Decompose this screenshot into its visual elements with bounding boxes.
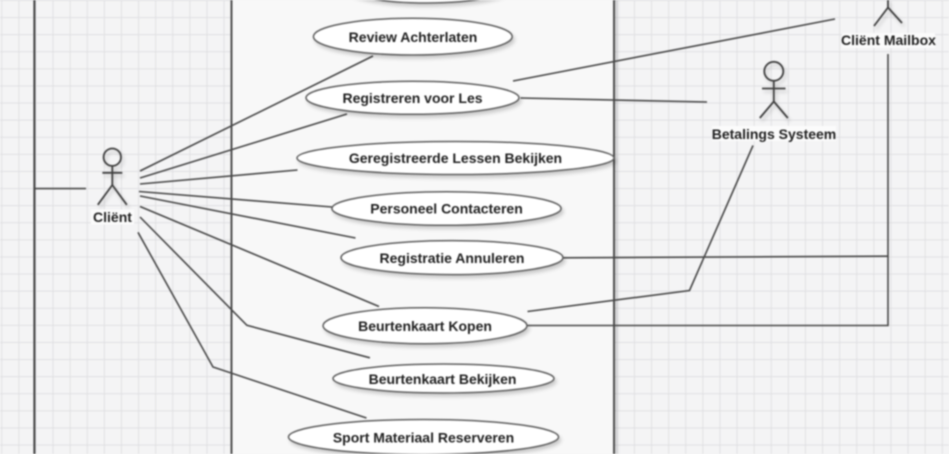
svg-text:Geregistreerde Lessen Bekijken: Geregistreerde Lessen Bekijken xyxy=(349,150,562,166)
svg-text:Sport Materiaal Reserveren: Sport Materiaal Reserveren xyxy=(333,430,514,446)
svg-text:Cliënt: Cliënt xyxy=(93,209,132,225)
svg-text:Registratie Annuleren: Registratie Annuleren xyxy=(380,250,525,266)
svg-text:Cliënt Mailbox: Cliënt Mailbox xyxy=(841,32,936,48)
svg-text:Betalings Systeem: Betalings Systeem xyxy=(712,126,837,142)
svg-text:Review Achterlaten: Review Achterlaten xyxy=(349,29,478,45)
svg-text:Registreren voor Les: Registreren voor Les xyxy=(342,90,482,106)
svg-text:Personeel Contacteren: Personeel Contacteren xyxy=(370,201,523,217)
svg-text:Beurtenkaart Bekijken: Beurtenkaart Bekijken xyxy=(369,371,517,387)
svg-text:Beurtenkaart Kopen: Beurtenkaart Kopen xyxy=(358,318,492,334)
